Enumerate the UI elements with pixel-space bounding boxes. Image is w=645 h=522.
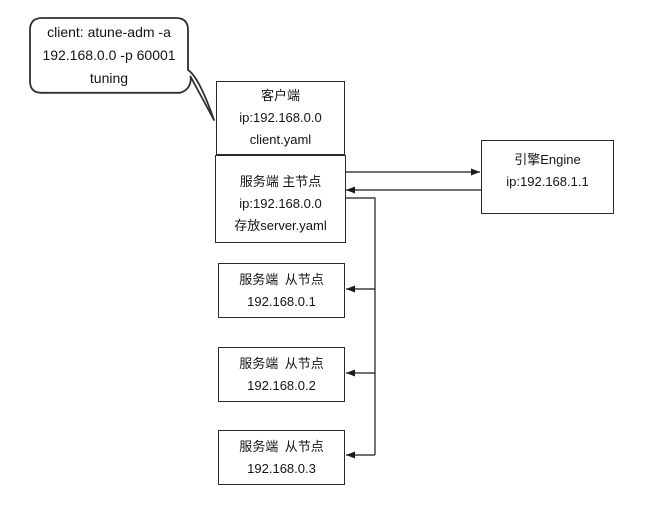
node-server-slave-2: 服务端 从节点 192.168.0.2 <box>218 347 345 402</box>
node-client-file: client.yaml <box>249 132 312 147</box>
callout-line-3: tuning <box>89 70 129 86</box>
node-server-master-ip: ip:192.168.0.0 <box>239 196 322 211</box>
node-engine-ip: ip:192.168.1.1 <box>506 174 589 189</box>
node-server-master-title: 服务端 主节点 <box>239 174 322 189</box>
node-server-slave-3: 服务端 从节点 192.168.0.3 <box>218 430 345 485</box>
node-slave-2-ip: 192.168.0.2 <box>247 377 316 393</box>
callout-bubble: client: atune-adm -a 192.168.0.0 -p 6000… <box>30 18 188 93</box>
node-slave-1-ip: 192.168.0.1 <box>247 293 316 309</box>
node-server-master: 服务端 主节点 ip:192.168.0.0 存放server.yaml <box>215 155 346 243</box>
callout-line-1: client: atune-adm -a <box>47 24 171 40</box>
node-client-title: 客户端 <box>260 88 300 103</box>
node-server-slave-1: 服务端 从节点 192.168.0.1 <box>218 263 345 318</box>
node-client-ip: ip:192.168.0.0 <box>239 110 322 125</box>
node-slave-3-ip: 192.168.0.3 <box>247 460 316 476</box>
connector-trunk <box>345 197 376 455</box>
node-slave-3-title: 服务端 从节点 <box>239 438 324 454</box>
node-slave-2-title: 服务端 从节点 <box>239 355 324 371</box>
callout-line-2: 192.168.0.0 -p 60001 <box>42 47 176 63</box>
node-client: 客户端 ip:192.168.0.0 client.yaml <box>216 81 345 155</box>
node-server-master-file: 存放server.yaml <box>234 218 327 233</box>
callout-bubble-shape <box>29 17 215 121</box>
node-engine-title: 引擎Engine <box>514 152 581 167</box>
node-slave-1-title: 服务端 从节点 <box>239 271 324 287</box>
node-engine: 引擎Engine ip:192.168.1.1 <box>481 140 614 214</box>
